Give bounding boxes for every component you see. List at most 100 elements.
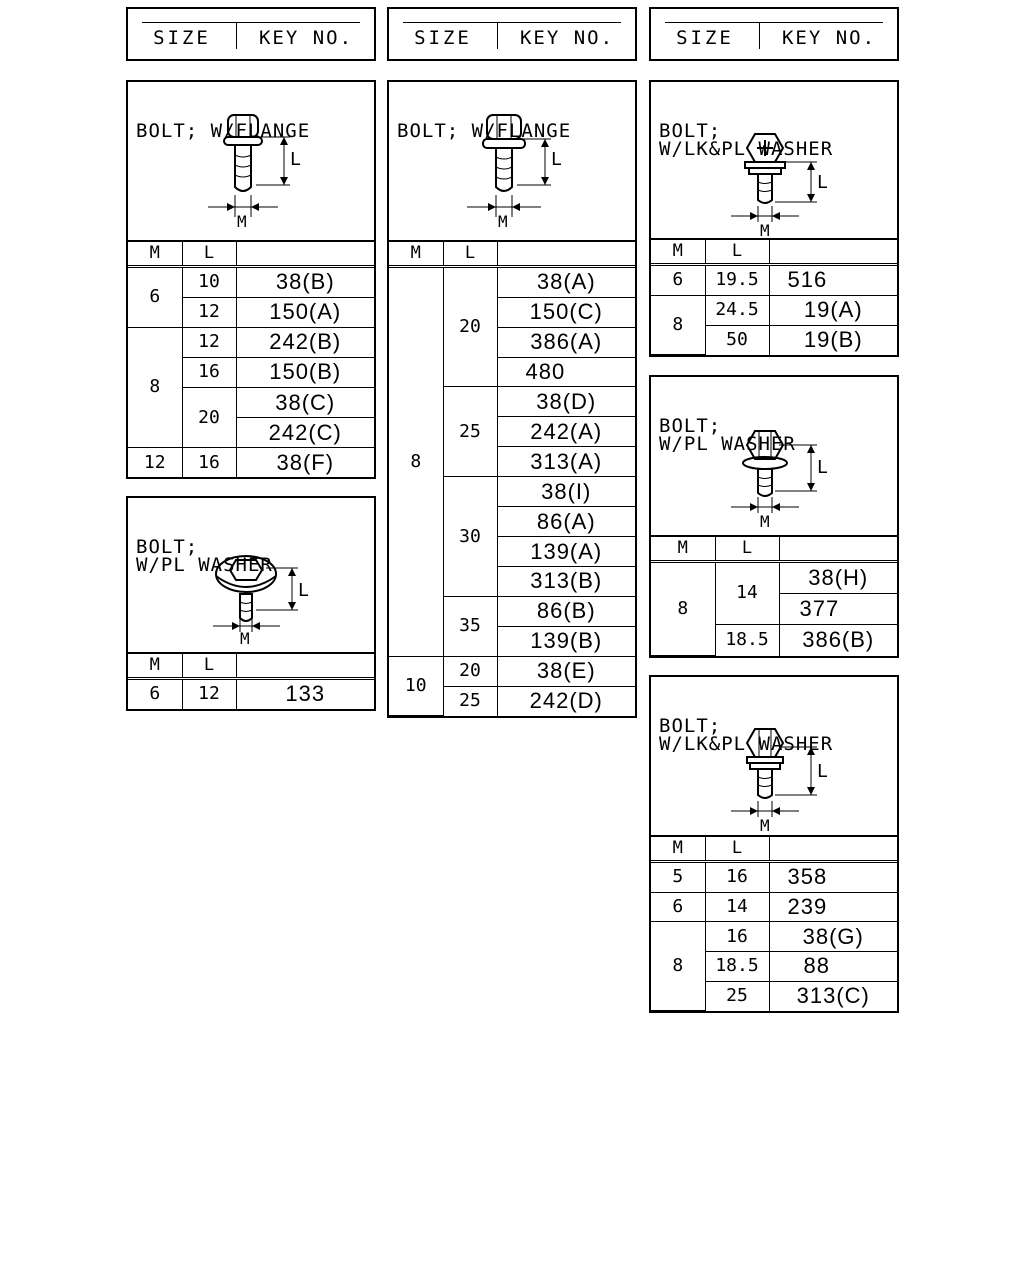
- table-row: 480: [389, 356, 635, 388]
- column-header-3: SIZE KEY NO.: [649, 7, 899, 61]
- m-header: M: [651, 535, 716, 563]
- key-no-cell: 242(D): [496, 685, 635, 716]
- size-table: M L 6 12 133: [128, 652, 374, 709]
- m-cell: 6: [651, 891, 706, 923]
- m-cell: 8: [651, 294, 706, 356]
- m-header: M: [128, 652, 183, 680]
- l-cell: 16: [704, 921, 770, 953]
- key-no-cell: 86(B): [496, 595, 635, 627]
- l-cell: 14: [714, 560, 780, 626]
- key-header: [235, 240, 374, 268]
- table-row: 25 313(C): [651, 980, 897, 1011]
- l-cell: 25: [443, 386, 498, 478]
- table-row: 8 24.5 19(A): [651, 294, 897, 356]
- table-row: 50 19(B): [651, 324, 897, 355]
- table-row: 313(A): [389, 446, 635, 478]
- l-cell: 12: [181, 677, 237, 709]
- table-row: 8 14 38(H): [651, 560, 897, 656]
- l-cell: 12: [182, 296, 237, 328]
- table-row: 139(A): [389, 536, 635, 568]
- table-row: 35 86(B): [389, 595, 635, 657]
- key-no-cell: 313(A): [497, 446, 635, 478]
- size-table: M L 8 14 38(H) 377 18.5 386(B): [651, 535, 897, 656]
- size-table: M L 8 20 38(A) 150(C) 386(A) 480 25 38(D…: [389, 240, 635, 717]
- key-no-cell: 386(A): [497, 326, 635, 358]
- key-no-cell: 38(G): [768, 921, 897, 953]
- key-no-header: KEY NO.: [519, 27, 615, 49]
- l-cell: 24.5: [704, 294, 770, 326]
- diameter-label: M: [237, 212, 247, 231]
- table-row: 139(B): [389, 625, 635, 657]
- key-no-header: KEY NO.: [258, 27, 354, 49]
- bolt-flange-drawing: L M: [467, 114, 562, 231]
- key-no-cell: 242(A): [497, 416, 635, 448]
- l-header: L: [181, 652, 237, 680]
- key-no-cell: 88: [768, 951, 897, 982]
- size-table: M L 6 10 38(B) 12 150(A) 8 12 242(B) 16 …: [128, 240, 374, 477]
- key-no-cell: 239: [768, 891, 897, 923]
- key-no-cell: 38(E): [496, 655, 635, 687]
- length-label: L: [290, 149, 301, 170]
- size-header: SIZE: [153, 27, 211, 49]
- panel-bolt-pl-washer-right: BOLT;W/PL WASHER L M M L 8 14 38(H) 377: [649, 375, 899, 658]
- m-header: M: [651, 238, 706, 266]
- l-cell: 12: [181, 326, 237, 358]
- key-no-cell: 516: [768, 263, 897, 296]
- bolt-lk-pl-washer-drawing: L M: [731, 133, 828, 240]
- bolt-lk-pl-washer-drawing: L M: [731, 728, 828, 835]
- key-no-cell: 19(A): [768, 294, 897, 326]
- key-no-cell: 38(B): [235, 265, 374, 298]
- key-no-cell: 133: [235, 677, 374, 709]
- m-header: M: [389, 240, 444, 268]
- column-header-2: SIZE KEY NO.: [387, 7, 637, 61]
- key-no-header: KEY NO.: [781, 27, 877, 49]
- table-row: 18.5 386(B): [651, 624, 897, 656]
- m-cell: 8: [128, 326, 183, 449]
- table-row: 242(A): [389, 416, 635, 448]
- table-row: 150(C): [389, 296, 635, 328]
- m-cell: 6: [651, 263, 706, 296]
- key-header: [768, 835, 897, 863]
- size-table: M L 5 16 358 6 14 239 8 16 38(G) 18.5 88…: [651, 835, 897, 1011]
- l-cell: 16: [182, 356, 237, 388]
- l-cell: 16: [704, 860, 770, 893]
- bolt-flange-drawing: L M: [208, 114, 301, 231]
- key-no-cell: 86(A): [497, 506, 635, 538]
- panel-bolt-flange-middle: BOLT; W/FLANGE L M M L 8 20 38(A) 150(C)…: [387, 80, 637, 718]
- l-cell: 16: [181, 447, 237, 477]
- table-row: 6 12 133: [128, 677, 374, 709]
- l-cell: 50: [705, 324, 770, 355]
- key-no-cell: 38(I): [496, 476, 635, 508]
- key-header: [768, 238, 897, 266]
- l-cell: 14: [704, 891, 770, 923]
- key-no-cell: 38(H): [778, 560, 897, 595]
- m-cell: 8: [651, 560, 716, 656]
- length-label: L: [298, 580, 309, 601]
- key-no-cell: 38(D): [496, 386, 635, 418]
- key-no-cell: 480: [497, 356, 635, 388]
- l-cell: 25: [705, 980, 770, 1011]
- size-header: SIZE: [676, 27, 734, 49]
- length-label: L: [817, 172, 828, 193]
- length-label: L: [551, 149, 562, 170]
- panel-bolt-flange-left: BOLT; W/FLANGE L M M L 6 10 38(B) 12 150…: [126, 80, 376, 479]
- m-cell: 6: [128, 677, 183, 709]
- panel-title: BOLT;W/LK&PL WASHER: [659, 120, 834, 160]
- diameter-label: M: [760, 512, 770, 531]
- l-header: L: [704, 238, 770, 266]
- key-no-cell: 139(A): [497, 536, 635, 568]
- column-header-1: SIZE KEY NO.: [126, 7, 376, 61]
- key-no-cell: 150(B): [235, 356, 374, 388]
- table-row: 8 16 38(G): [651, 921, 897, 1011]
- table-row: 6 19.5 516: [651, 263, 897, 296]
- l-cell: 20: [442, 655, 498, 687]
- l-cell: 18.5: [705, 951, 770, 982]
- key-header: [496, 240, 635, 268]
- m-cell: 12: [128, 447, 183, 477]
- key-no-cell: 38(F): [235, 447, 374, 477]
- panel-bolt-lk-pl-washer-top: BOLT;W/LK&PL WASHER L M M L 6 19.5 516 8: [649, 80, 899, 357]
- m-cell: 6: [128, 265, 183, 328]
- table-row: 20 38(C): [128, 386, 374, 449]
- l-cell: 20: [182, 386, 237, 449]
- size-header: SIZE: [414, 27, 472, 49]
